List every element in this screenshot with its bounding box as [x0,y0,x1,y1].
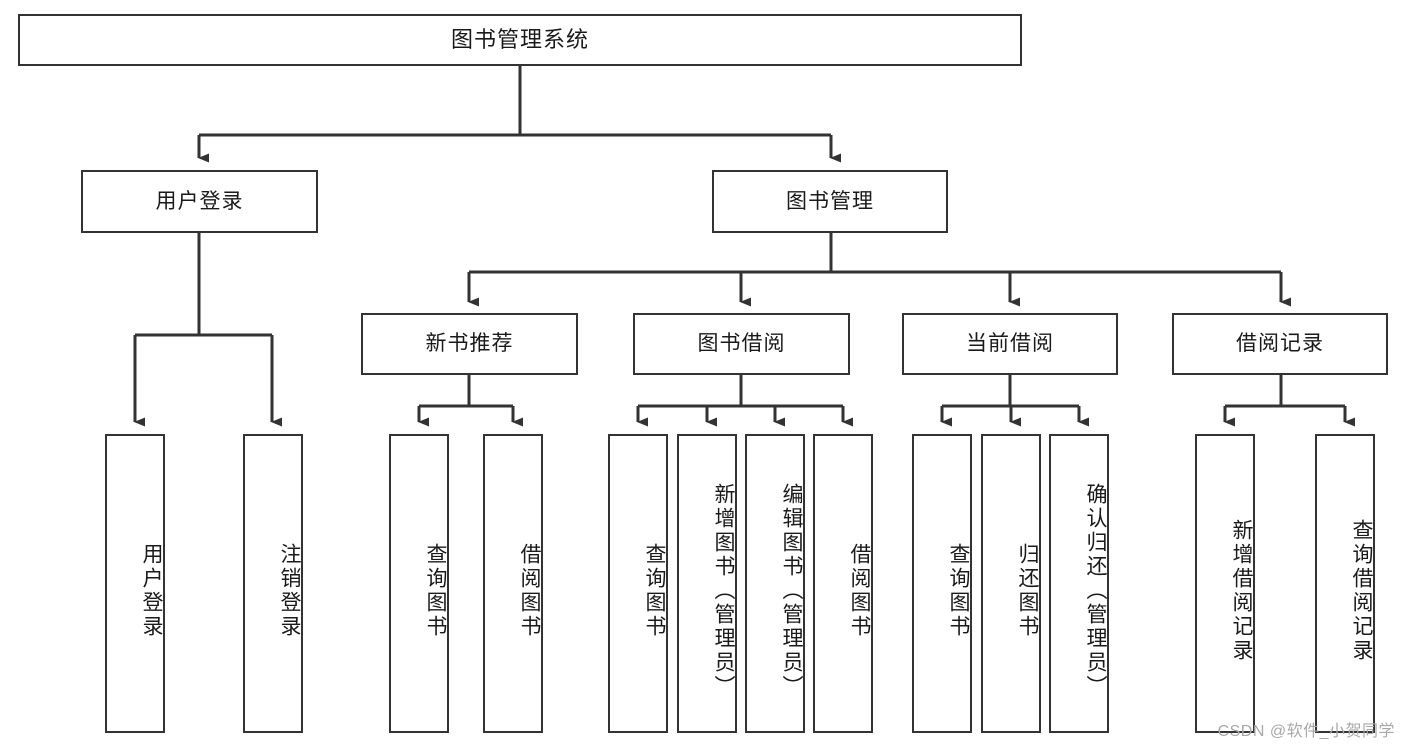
leaf-borrow-book[interactable]: 借阅图书 [813,434,873,733]
leaf-edit-book-admin[interactable]: 编辑图书（管理员） [745,434,805,733]
leaf-logout[interactable]: 注销登录 [243,434,303,733]
node-borrow-record[interactable]: 借阅记录 [1172,313,1388,375]
leaf-query-borrow-record[interactable]: 查询借阅记录 [1315,434,1375,733]
leaf-return-book[interactable]: 归还图书 [981,434,1041,733]
csdn-watermark: CSDN @软件_小贺同学 [1217,723,1395,740]
node-book-management[interactable]: 图书管理 [712,170,948,233]
node-user-login[interactable]: 用户登录 [81,170,318,233]
node-current-borrow[interactable]: 当前借阅 [902,313,1118,375]
node-root-system[interactable]: 图书管理系统 [18,14,1022,66]
leaf-borrow-book-new[interactable]: 借阅图书 [483,434,543,733]
leaf-user-login[interactable]: 用户登录 [105,434,165,733]
leaf-add-borrow-record[interactable]: 新增借阅记录 [1195,434,1255,733]
leaf-query-book-current[interactable]: 查询图书 [912,434,972,733]
leaf-confirm-return-admin[interactable]: 确认归还（管理员） [1049,434,1109,733]
leaf-add-book-admin[interactable]: 新增图书（管理员） [677,434,737,733]
node-new-book-recommend[interactable]: 新书推荐 [361,313,578,375]
node-book-borrow[interactable]: 图书借阅 [633,313,850,375]
leaf-query-book-new[interactable]: 查询图书 [389,434,449,733]
leaf-query-book-borrow[interactable]: 查询图书 [608,434,668,733]
